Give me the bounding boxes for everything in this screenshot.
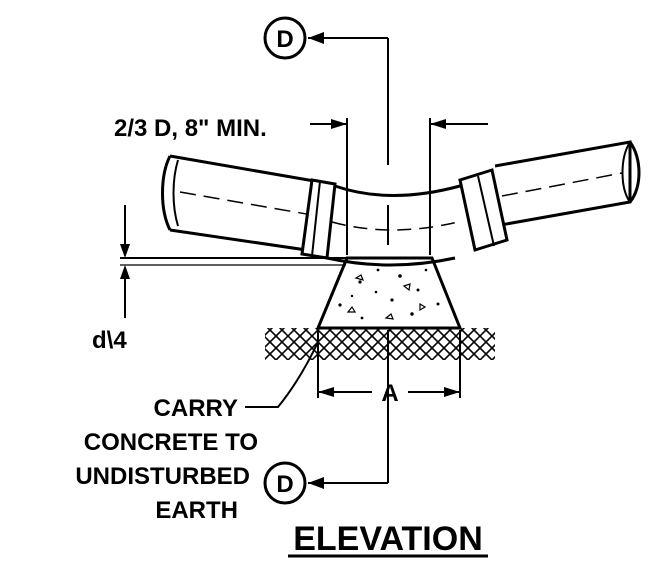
note-line-2: CONCRETE TO	[84, 429, 258, 456]
undisturbed-earth-hatch	[265, 328, 495, 360]
section-marker-top-label: D	[276, 26, 293, 53]
section-marker-top: D	[263, 16, 307, 60]
dimension-d4-label: d\4	[92, 327, 127, 354]
section-marker-bottom: D	[263, 461, 307, 505]
section-marker-bottom-label: D	[276, 471, 293, 498]
concrete-thrust-block	[315, 256, 463, 330]
pipe-right	[458, 140, 641, 252]
note-line-1: CARRY	[154, 395, 238, 422]
dimension-a-label: A	[381, 380, 398, 407]
note-line-3: UNDISTURBED	[75, 463, 250, 490]
note-line-4: EARTH	[155, 497, 238, 524]
note-leader-line	[245, 341, 319, 408]
dimension-2-3d-extension-lines	[346, 118, 431, 255]
note-block: CARRY CONCRETE TO UNDISTURBED EARTH	[75, 395, 258, 524]
dimension-d4	[120, 205, 130, 318]
dimension-a	[317, 330, 461, 398]
dimension-2-3d-line	[310, 119, 488, 129]
pipe-left	[161, 154, 337, 260]
block-top-reference-line	[120, 257, 348, 266]
title-block: ELEVATION	[288, 520, 488, 558]
section-line-d	[308, 32, 389, 489]
dimension-2-3d-label: 2/3 D, 8" MIN.	[114, 115, 267, 142]
drawing-title: ELEVATION	[293, 520, 483, 558]
